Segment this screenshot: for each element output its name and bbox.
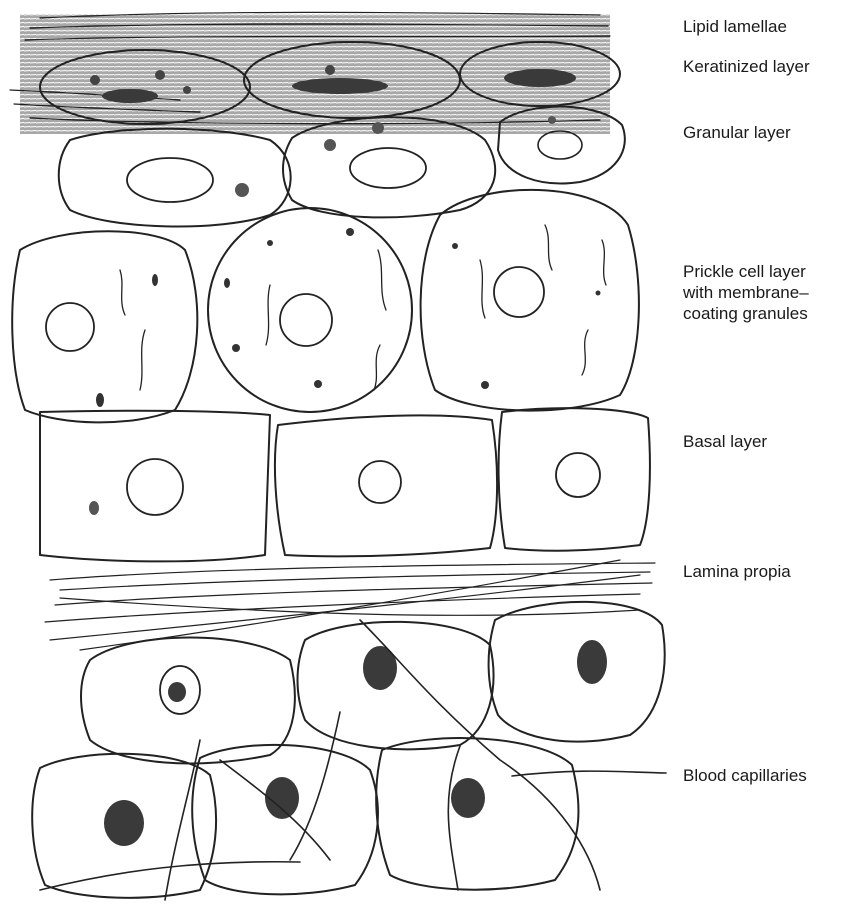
connective-cell <box>489 602 665 742</box>
granule <box>90 75 100 85</box>
label-prickle-cell-layer: Prickle cell layer with membrane– coatin… <box>683 261 809 324</box>
basal-cells <box>40 408 650 561</box>
prickle-cell <box>208 208 412 412</box>
connective-nucleus <box>451 778 485 818</box>
connective-nucleus <box>104 800 144 846</box>
connective-cell <box>192 745 378 894</box>
nucleolus <box>168 682 186 702</box>
granular-nucleus <box>350 148 426 188</box>
connective-tissue-cells <box>32 602 664 898</box>
label-lipid-lamellae: Lipid lamellae <box>683 16 787 37</box>
granular-cell <box>59 129 291 227</box>
label-prickle-line-1: Prickle cell layer <box>683 261 809 282</box>
basal-cell <box>275 415 497 556</box>
keratohyalin-granule <box>235 183 249 197</box>
label-keratinized-layer: Keratinized layer <box>683 56 810 77</box>
keratohyalin-granule <box>548 116 556 124</box>
lamina-propia-fibers <box>45 560 655 650</box>
keratinized-nucleus <box>102 89 158 103</box>
keratohyalin-granule <box>324 139 336 151</box>
keratinized-nucleus <box>292 78 388 94</box>
prickle-cell <box>12 231 197 422</box>
label-blood-capillaries: Blood capillaries <box>683 765 807 786</box>
membrane-coating-granules <box>96 228 601 407</box>
basal-nucleus <box>556 453 600 497</box>
granular-nucleus <box>127 158 213 202</box>
prickle-nucleus <box>46 303 94 351</box>
granule <box>325 65 335 75</box>
prickle-cell <box>421 190 639 411</box>
label-prickle-line-2: with membrane– <box>683 282 809 303</box>
basal-granule <box>89 501 99 515</box>
label-lamina-propia: Lamina propia <box>683 561 791 582</box>
prickle-nucleus <box>494 267 544 317</box>
keratohyalin-granule <box>372 122 384 134</box>
granular-nucleus <box>538 131 582 159</box>
basal-cell <box>40 411 270 562</box>
prickle-nucleus <box>280 294 332 346</box>
label-granular-layer: Granular layer <box>683 122 791 143</box>
label-prickle-line-3: coating granules <box>683 303 809 324</box>
basal-nucleus <box>127 459 183 515</box>
connective-cell <box>298 622 494 749</box>
granule <box>155 70 165 80</box>
tissue-drawing <box>0 0 670 904</box>
prickle-cells <box>12 190 639 423</box>
label-basal-layer: Basal layer <box>683 431 767 452</box>
basal-nucleus <box>359 461 401 503</box>
granule <box>183 86 191 94</box>
keratinized-nucleus <box>504 69 576 87</box>
basal-cell <box>499 408 650 551</box>
blood-capillaries <box>40 620 666 900</box>
connective-nucleus <box>577 640 607 684</box>
